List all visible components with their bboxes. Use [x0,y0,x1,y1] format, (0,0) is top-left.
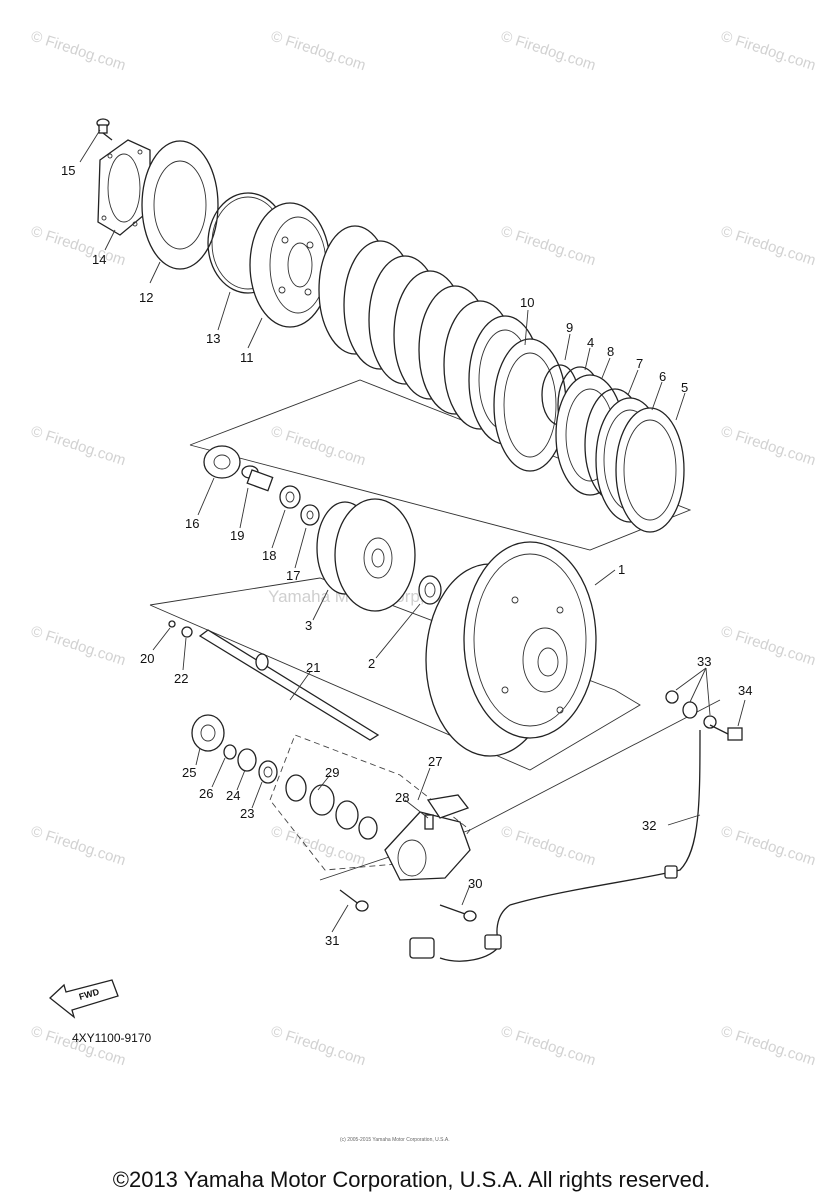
callout-17: 17 [286,568,300,583]
part-33-washers [665,690,717,729]
watermark-text: © Firedog.com [499,1023,598,1070]
part-29-piston-kit [285,774,378,840]
callout-2: 2 [368,656,375,671]
watermark-text: © Firedog.com [499,28,598,75]
part-3-clutch-boss [316,498,416,612]
callout-23: 23 [240,806,254,821]
part-11-pressure-plate [249,202,331,328]
callout-19: 19 [230,528,244,543]
part-5-plate [615,407,685,533]
callout-7: 7 [636,356,643,371]
callout-28: 28 [395,790,409,805]
callout-24: 24 [226,788,240,803]
watermark-text: © Firedog.com [719,1023,818,1070]
part-34-union-bolt [709,724,743,741]
part-19-bolt [241,465,274,492]
watermark-text: © Firedog.com [719,423,818,470]
callout-13: 13 [206,331,220,346]
callout-34: 34 [738,683,752,698]
clutch-plate-stack [318,225,542,445]
part-10-clutch-plate [493,338,567,472]
watermark-text: © Firedog.com [29,623,128,670]
callout-4: 4 [587,335,594,350]
callout-5: 5 [681,380,688,395]
watermark-text: © Firedog.com [269,823,368,870]
callout-8: 8 [607,344,614,359]
part-22-ball [181,626,193,638]
small-copyright: (c) 2005-2015 Yamaha Motor Corporation, … [340,1137,450,1143]
part-21-push-rod [198,629,380,741]
watermark-text: © Firedog.com [719,823,818,870]
callout-27: 27 [428,754,442,769]
callout-22: 22 [174,671,188,686]
part-18-washer [279,485,301,509]
watermark-text: © Firedog.com [719,28,818,75]
watermark-text: © Firedog.com [719,623,818,670]
callout-31: 31 [325,933,339,948]
callout-18: 18 [262,548,276,563]
part-15-bolt [96,118,113,141]
part-12-disc [141,140,219,270]
watermark-text: © Firedog.com [499,823,598,870]
part-17-washer [300,504,320,526]
watermark-text: © Firedog.com [29,823,128,870]
watermark-text: © Firedog.com [269,423,368,470]
part-30-bolt [439,904,477,922]
callout-30: 30 [468,876,482,891]
callout-16: 16 [185,516,199,531]
part-26-o-ring [223,744,237,760]
part-27-release-cylinder [384,794,471,881]
clutch-exploded-diagram: © Firedog.com © Firedog.com © Firedog.co… [29,28,818,1143]
part-1-clutch-housing [425,541,597,757]
callout-32: 32 [642,818,656,833]
watermark-text: © Firedog.com [29,423,128,470]
watermark-text: © Firedog.com [719,223,818,270]
callout-14: 14 [92,252,106,267]
callout-9: 9 [566,320,573,335]
callout-11: 11 [240,350,254,365]
callout-25: 25 [182,765,196,780]
callout-3: 3 [305,618,312,633]
part-25-oil-seal [191,714,225,752]
leader-lines [79,129,746,933]
callout-15: 15 [61,163,75,178]
part-2-thrust-washer [418,575,442,605]
part-31-bolt [339,889,369,912]
callout-1: 1 [618,562,625,577]
callout-labels: 1 2 3 4 5 6 7 8 9 10 11 12 13 14 15 16 1… [61,163,752,948]
callout-33: 33 [697,654,711,669]
callout-21: 21 [306,660,320,675]
part-28-bleeder [424,814,434,830]
part-23-seal [258,760,278,784]
watermark-text: © Firedog.com [29,1023,128,1070]
watermark-text: © Firedog.com [499,223,598,270]
part-32-clutch-hose [409,729,701,962]
part-16-bearing [203,445,241,479]
callout-29: 29 [325,765,339,780]
watermark-text: © Firedog.com [269,28,368,75]
footer-copyright: ©2013 Yamaha Motor Corporation, U.S.A. A… [112,1167,711,1192]
part-20-ball [168,620,176,628]
watermark-text: © Firedog.com [29,28,128,75]
fwd-arrow-icon: FWD [49,979,119,1019]
diagram-code: 4XY1100-9170 [72,1031,152,1045]
callout-6: 6 [659,369,666,384]
callout-20: 20 [140,651,154,666]
callout-10: 10 [520,295,534,310]
part-24-bearing [237,748,257,772]
watermark-text: © Firedog.com [269,1023,368,1070]
callout-26: 26 [199,786,213,801]
part-14-retainer-plate [97,139,151,236]
callout-12: 12 [139,290,153,305]
